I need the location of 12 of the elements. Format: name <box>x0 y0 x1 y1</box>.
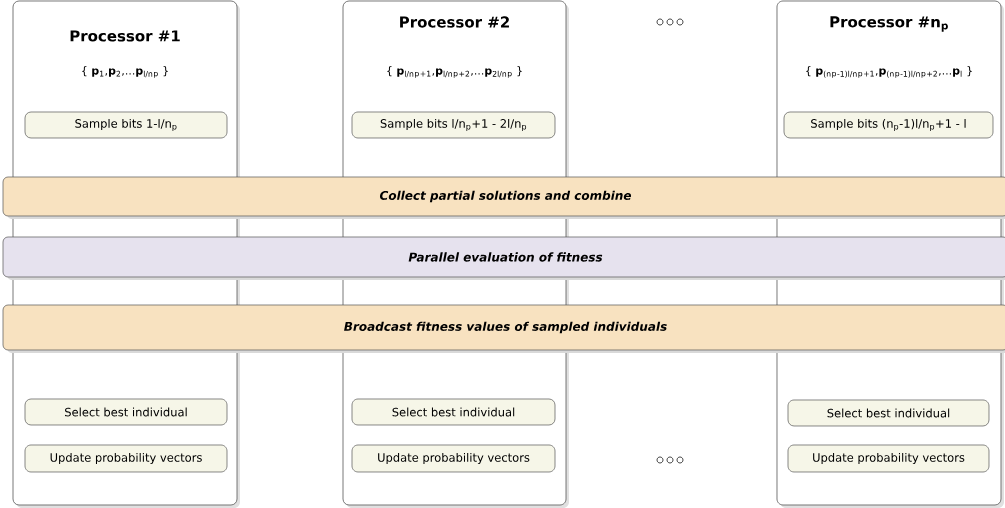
step-box: Select best individual <box>24 398 228 426</box>
step-box: Update probability vectors <box>787 444 990 473</box>
step-box: Sample bits 1-l/n$_{p}$ <box>24 111 228 139</box>
step-box: Update probability vectors <box>24 444 228 473</box>
step-box: Select best individual <box>351 398 556 426</box>
phase-band: Parallel evaluation of fitness <box>2 236 1005 280</box>
step-box: Select best individual <box>787 399 990 427</box>
step-box: Sample bits l/n$_{p}$+1 - 2l/n$_{p}$ <box>351 111 556 139</box>
step-box: Sample bits (n$_{p}$-1)l/n$_{p}$+1 - l <box>783 111 994 139</box>
phase-band: Collect partial solutions and combine <box>2 176 1005 219</box>
phase-band: Broadcast fitness values of sampled individuals <box>2 304 1005 353</box>
step-box: Update probability vectors <box>351 444 556 473</box>
